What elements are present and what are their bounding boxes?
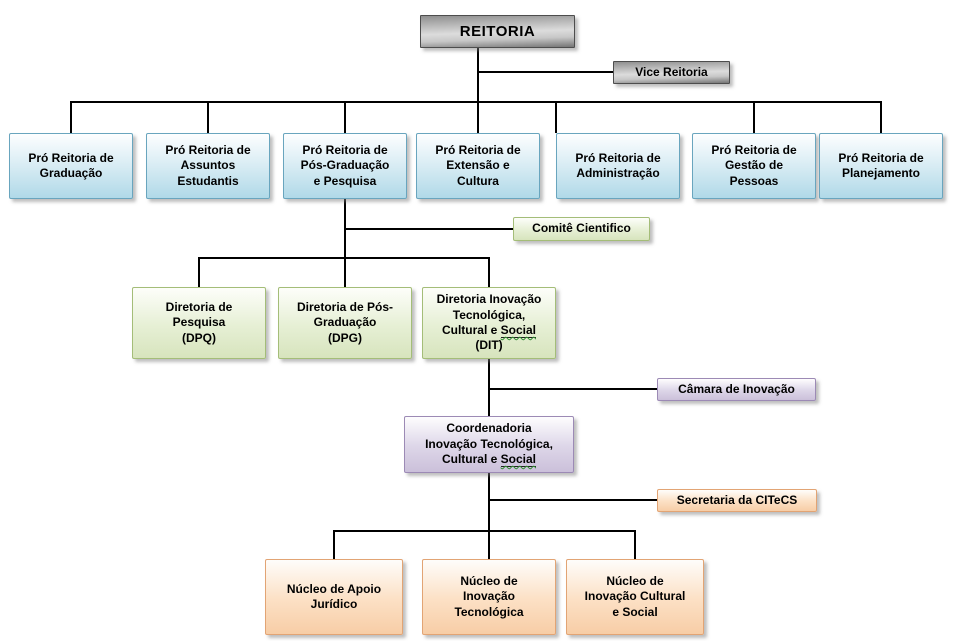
org-box-label: Núcleo de Inovação Tecnológica [454, 573, 524, 619]
org-box-pro-reitoria-extensao-cultura: Pró Reitoria de Extensão e Cultura [416, 133, 540, 199]
connector-trunk-reitoria [477, 48, 479, 133]
connector-stub-planejamento [880, 101, 882, 133]
org-box-label: Diretoria de Pesquisa (DPQ) [165, 299, 233, 345]
connector-camara-inovacao [489, 388, 658, 390]
connector-distribution-nucleos [333, 530, 636, 532]
org-box-label: Núcleo de Apoio Jurídico [286, 581, 382, 611]
org-box-label: Câmara de Inovação [678, 381, 795, 396]
org-box-diretoria-pos-graduacao-dpg: Diretoria de Pós- Graduação (DPG) [278, 287, 412, 359]
org-box-vice-reitoria-label: Vice Reitoria [635, 64, 708, 79]
connector-stub-nucleo-cultural [634, 530, 636, 559]
org-box-label: Coordenadoria Inovação Tecnológica, Cult… [425, 421, 553, 468]
connector-comite-cientifico [345, 228, 513, 230]
connector-stub-dpq [198, 257, 200, 287]
connector-stub-posgraduacao [344, 101, 346, 133]
connector-distribution-diretorias [198, 257, 490, 259]
org-box-label: Pró Reitoria de Pós-Graduação e Pesquisa [300, 142, 390, 188]
org-box-nucleo-inovacao-tecnologica: Núcleo de Inovação Tecnológica [422, 559, 556, 635]
org-box-coordenadoria-citecs: Coordenadoria Inovação Tecnológica, Cult… [404, 416, 574, 473]
spellcheck-flagged-word: Social [500, 452, 537, 468]
connector-vice-reitoria [478, 71, 614, 73]
org-box-comite-cientifico: Comitê Cientifico [513, 217, 650, 241]
connector-trunk-posgraduacao [344, 199, 346, 287]
org-box-label: Pró Reitoria de Planejamento [838, 150, 924, 180]
connector-stub-dit [488, 257, 490, 287]
connector-stub-nucleo-juridico [333, 530, 335, 559]
org-box-label: Pró Reitoria de Gestão de Pessoas [711, 142, 797, 188]
org-box-secretaria-citecs: Secretaria da CITeCS [657, 489, 817, 512]
connector-trunk-coordenadoria [488, 473, 490, 559]
org-box-label: Pró Reitoria de Extensão e Cultura [435, 142, 521, 188]
connector-stub-graduacao [70, 101, 72, 133]
org-box-reitoria: REITORIA [420, 15, 575, 48]
connector-stub-gestao [753, 101, 755, 133]
org-box-pro-reitoria-assuntos-estudantis: Pró Reitoria de Assuntos Estudantis [146, 133, 270, 199]
org-box-pro-reitoria-graduacao: Pró Reitoria de Graduação [9, 133, 133, 199]
org-box-label: Pró Reitoria de Graduação [28, 150, 114, 180]
connector-secretaria-citecs [489, 499, 658, 501]
spellcheck-flagged-word: Social [500, 323, 537, 338]
org-box-camara-inovacao: Câmara de Inovação [657, 378, 816, 401]
org-box-pro-reitoria-planejamento: Pró Reitoria de Planejamento [819, 133, 943, 199]
connector-stub-extensao [555, 101, 557, 133]
org-box-label: Pró Reitoria de Administração [575, 150, 661, 180]
org-box-label: Núcleo de Inovação Cultural e Social [584, 573, 686, 619]
org-box-diretoria-pesquisa-dpq: Diretoria de Pesquisa (DPQ) [132, 287, 266, 359]
org-box-pro-reitoria-gestao-pessoas: Pró Reitoria de Gestão de Pessoas [692, 133, 816, 199]
org-box-label: Diretoria Inovação Tecnológica, Cultural… [436, 292, 542, 353]
org-box-nucleo-inovacao-cultural-social: Núcleo de Inovação Cultural e Social [566, 559, 704, 635]
org-box-reitoria-label: REITORIA [459, 22, 536, 40]
org-box-pro-reitoria-administracao: Pró Reitoria de Administração [556, 133, 680, 199]
org-box-diretoria-inovacao-dit: Diretoria Inovação Tecnológica, Cultural… [422, 287, 556, 359]
org-box-pro-reitoria-pos-graduacao-pesquisa: Pró Reitoria de Pós-Graduação e Pesquisa [283, 133, 407, 199]
org-box-vice-reitoria: Vice Reitoria [613, 61, 730, 84]
org-box-label: Comitê Cientifico [532, 221, 631, 236]
connector-stub-assuntos [207, 101, 209, 133]
org-box-label: Pró Reitoria de Assuntos Estudantis [165, 142, 251, 188]
connector-trunk-dit [488, 359, 490, 416]
org-box-nucleo-apoio-juridico: Núcleo de Apoio Jurídico [265, 559, 403, 635]
org-box-label: Secretaria da CITeCS [676, 492, 798, 507]
org-box-label: Diretoria de Pós- Graduação (DPG) [296, 299, 394, 345]
connector-distribution-pro-reitorias [70, 101, 882, 103]
